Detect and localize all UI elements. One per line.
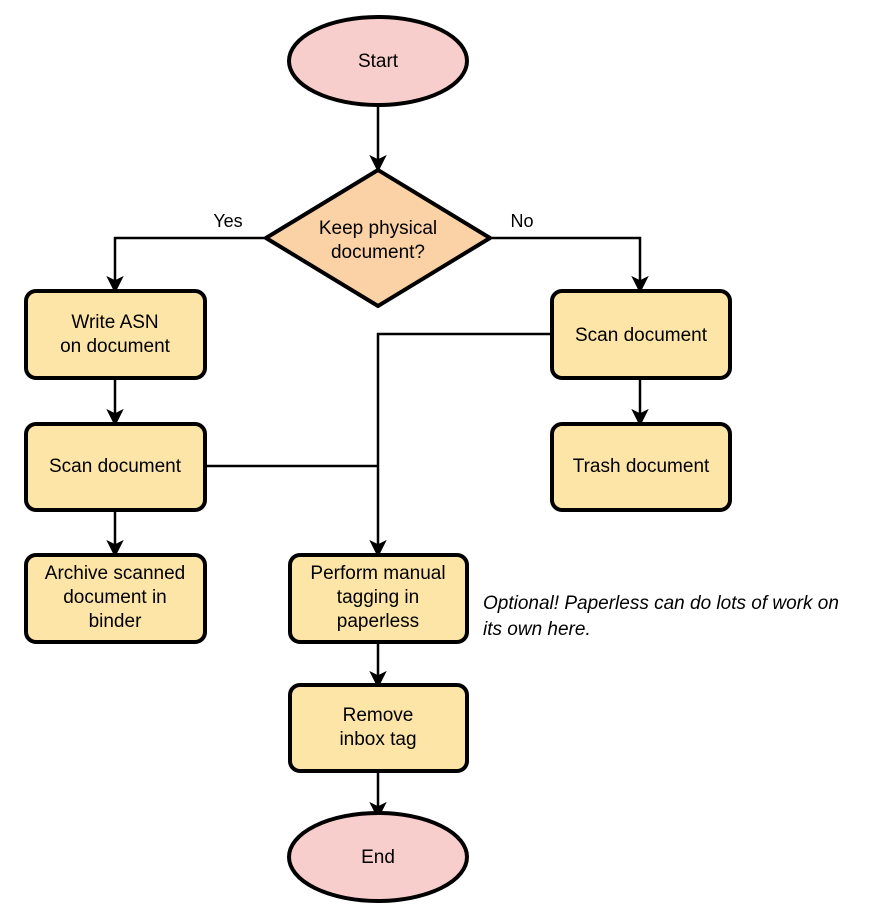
node-start[interactable]: Start bbox=[287, 15, 469, 107]
node-end-label: End bbox=[361, 847, 395, 868]
node-scan-document-right[interactable]: Scan document bbox=[550, 289, 732, 380]
node-remove-inbox-tag[interactable]: Remove inbox tag bbox=[288, 683, 469, 773]
node-tagging-label-line2: tagging in bbox=[337, 587, 419, 608]
node-scan-document-left[interactable]: Scan document bbox=[24, 422, 207, 512]
node-archive-label-line2: document in bbox=[63, 587, 167, 608]
edge-label-no: No bbox=[510, 211, 533, 231]
node-decision-label-line1: Keep physical bbox=[319, 218, 437, 239]
annotation-optional-note: Optional! Paperless can do lots of work … bbox=[483, 593, 839, 640]
edge-decision-yes-to-write-asn bbox=[106, 236, 265, 294]
node-archive-scanned-document-in-binder[interactable]: Archive scanned document in binder bbox=[24, 553, 207, 644]
node-decision-keep-physical-document[interactable]: Keep physical document? bbox=[264, 168, 492, 308]
node-end[interactable]: End bbox=[287, 811, 469, 903]
annotation-line2: its own here. bbox=[483, 619, 591, 640]
node-perform-manual-tagging[interactable]: Perform manual tagging in paperless bbox=[288, 553, 469, 644]
node-archive-label-line3: binder bbox=[89, 611, 142, 632]
node-scan-document-left-label: Scan document bbox=[49, 456, 182, 477]
node-remove-inbox-label-line1: Remove bbox=[343, 705, 414, 726]
edge-scan-right-to-tagging bbox=[369, 332, 552, 558]
node-scan-document-right-label: Scan document bbox=[575, 325, 708, 346]
node-start-label: Start bbox=[358, 51, 399, 72]
node-trash-document[interactable]: Trash document bbox=[550, 422, 732, 512]
annotation-line1: Optional! Paperless can do lots of work … bbox=[483, 593, 839, 614]
node-tagging-label-line3: paperless bbox=[337, 611, 419, 632]
node-write-asn-label-line1: Write ASN bbox=[71, 312, 158, 333]
node-trash-document-label: Trash document bbox=[573, 456, 710, 477]
node-remove-inbox-label-line2: inbox tag bbox=[339, 729, 416, 750]
edge-decision-no-to-scan-right bbox=[491, 236, 649, 294]
node-tagging-label-line1: Perform manual bbox=[310, 563, 445, 584]
edge-label-yes: Yes bbox=[213, 211, 242, 231]
node-write-asn-on-document[interactable]: Write ASN on document bbox=[24, 289, 207, 380]
node-decision-label-line2: document? bbox=[331, 242, 425, 263]
node-write-asn-label-line2: on document bbox=[60, 336, 171, 357]
node-archive-label-line1: Archive scanned bbox=[45, 563, 185, 584]
